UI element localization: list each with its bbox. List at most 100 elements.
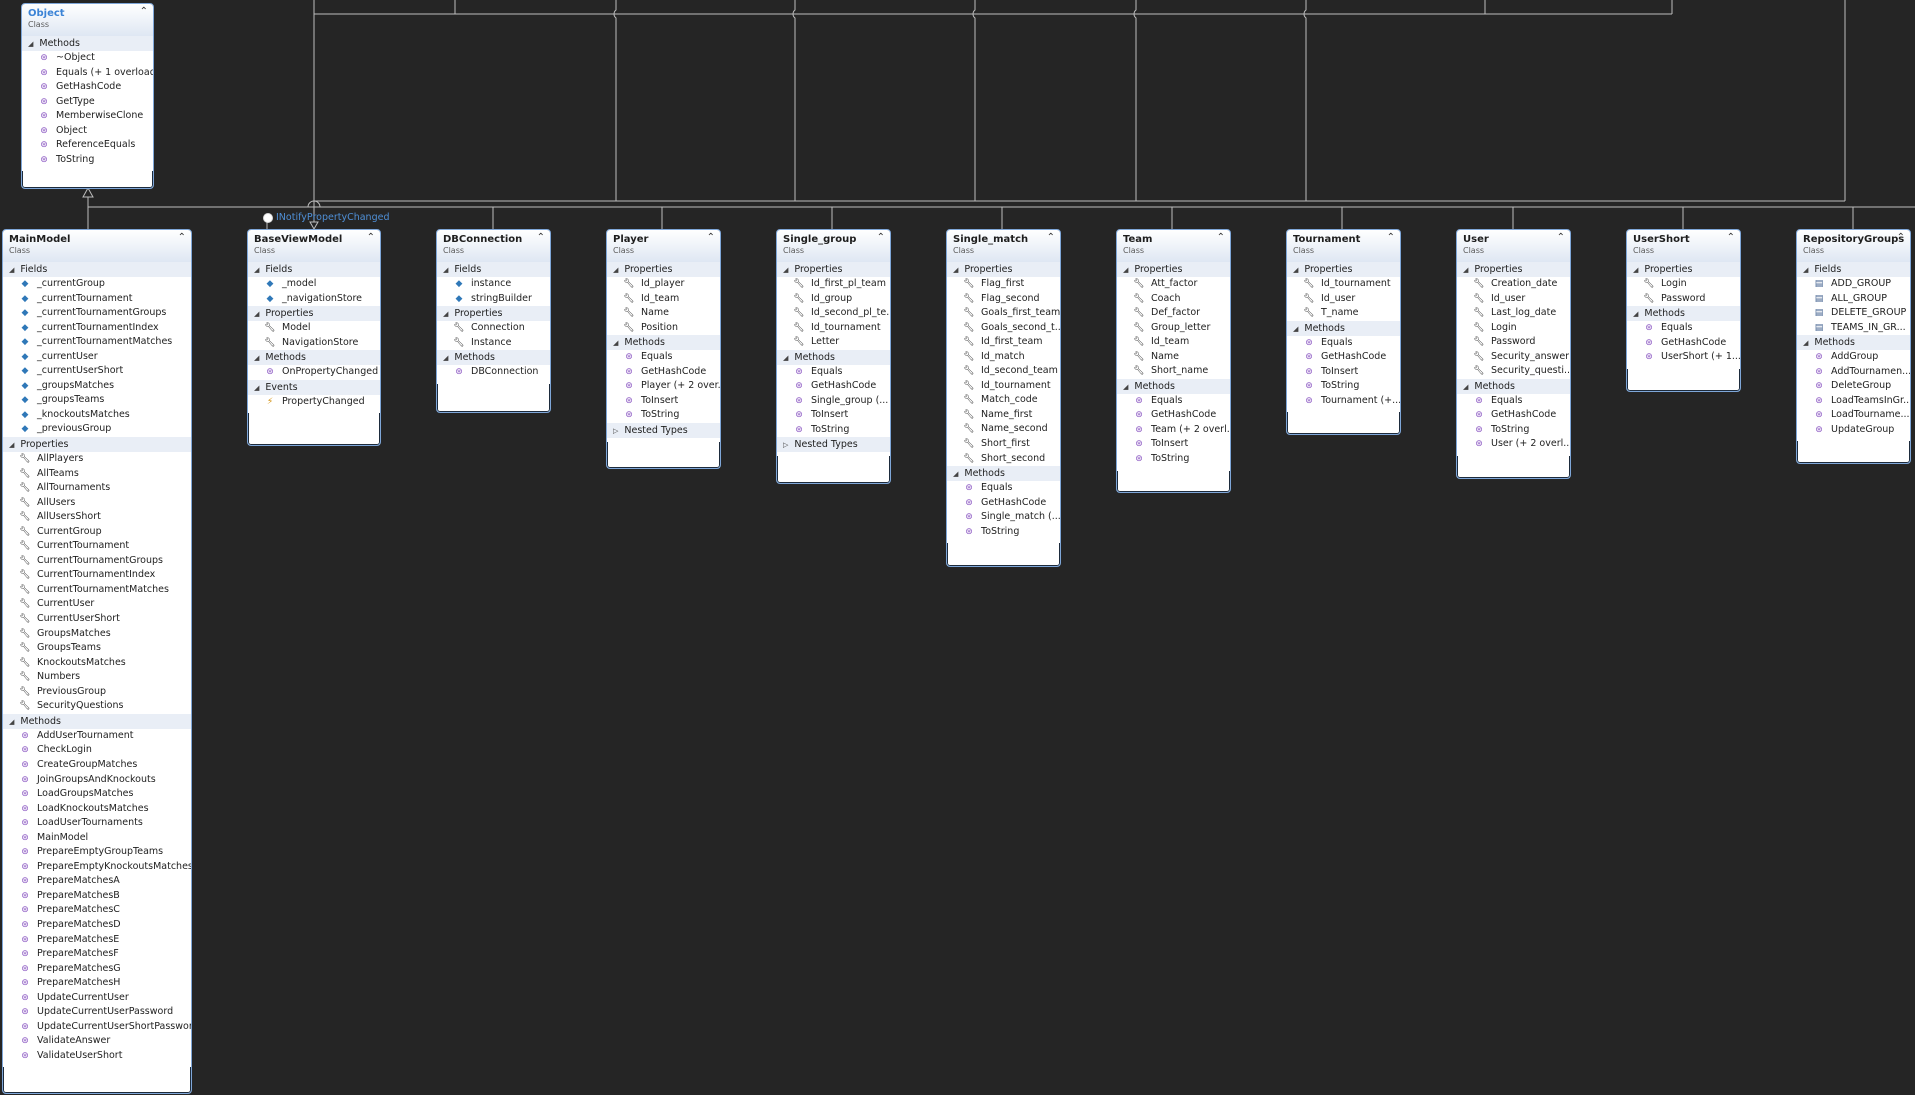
member-row[interactable]: ⊛GetHashCode [607,365,720,380]
member-row[interactable]: 🔧︎GroupsMatches [3,627,191,642]
collapse-icon[interactable]: ⌃ [876,232,885,243]
member-row[interactable]: ⊛GetHashCode [1457,408,1570,423]
collapse-icon[interactable]: ⌃ [536,232,545,243]
member-row[interactable]: ⊛ToString [777,423,890,438]
member-row[interactable]: 🔧︎Id_first_team [947,335,1060,350]
member-row[interactable]: ⊛PrepareMatchesF [3,947,191,962]
member-row[interactable]: ◆_currentTournamentGroups [3,306,191,321]
member-row[interactable]: 🔧︎Instance [437,336,550,351]
member-row[interactable]: 🔧︎Letter [777,335,890,350]
member-row[interactable]: 🔧︎Id_user [1457,292,1570,307]
member-row[interactable]: 🔧︎Name_second [947,422,1060,437]
class-user[interactable]: User Class ⌃ ◢Properties🔧︎Creation_date🔧… [1456,229,1571,479]
member-row[interactable]: 🔧︎Group_letter [1117,321,1230,336]
member-row[interactable]: ⊛DeleteGroup [1797,379,1910,394]
member-row[interactable]: 🔧︎Goals_second_t... [947,321,1060,336]
member-row[interactable]: ⊛Equals [947,481,1060,496]
member-row[interactable]: 🔧︎Att_factor [1117,277,1230,292]
member-row[interactable]: ⊛ValidateAnswer [3,1034,191,1049]
member-row[interactable]: ⊛LoadKnockoutsMatches [3,802,191,817]
member-row[interactable]: 🔧︎Security_answer [1457,350,1570,365]
member-row[interactable]: ⊛PrepareMatchesD [3,918,191,933]
member-row[interactable]: ⊛LoadGroupsMatches [3,787,191,802]
section-methods[interactable]: ◢Methods [22,36,153,51]
member-row[interactable]: ◆_groupsTeams [3,393,191,408]
member-row[interactable]: ⊛ToInsert [607,394,720,409]
collapse-arrow-icon[interactable]: ◢ [254,310,260,319]
member-row[interactable]: ⊛ToString [22,153,153,168]
section-methods[interactable]: ◢Methods [607,335,720,351]
class-mainmodel[interactable]: MainModel Class ⌃ ◢Fields◆_currentGroup◆… [2,229,192,1094]
collapse-arrow-icon[interactable]: ◢ [953,470,959,479]
member-row[interactable]: ⊛AddGroup [1797,350,1910,365]
member-row[interactable]: 🔧︎Id_first_pl_team [777,277,890,292]
member-row[interactable]: 🔧︎Id_team [607,292,720,307]
section-fields[interactable]: ◢Fields [248,262,380,277]
member-row[interactable]: ⊛UserShort (+ 1... [1627,350,1740,365]
member-row[interactable]: ⊛CheckLogin [3,743,191,758]
member-row[interactable]: ⊛Equals [777,365,890,380]
member-row[interactable]: 🔧︎Id_user [1287,292,1400,307]
member-row[interactable]: ◆_currentUser [3,350,191,365]
section-properties[interactable]: ◢Properties [437,306,550,322]
member-row[interactable]: 🔧︎Name [607,306,720,321]
member-row[interactable]: ⊛GetHashCode [777,379,890,394]
member-row[interactable]: 🔧︎NavigationStore [248,336,380,351]
member-row[interactable]: ⊛ToInsert [777,408,890,423]
member-row[interactable]: ⊛UpdateCurrentUser [3,991,191,1006]
section-properties[interactable]: ◢Properties [248,306,380,322]
member-row[interactable]: ⊛UpdateCurrentUserPassword [3,1005,191,1020]
collapse-icon[interactable]: ⌃ [1556,232,1565,243]
member-row[interactable]: 🔧︎T_name [1287,306,1400,321]
member-row[interactable]: ◆_previousGroup [3,422,191,437]
member-row[interactable]: ◆_currentTournamentMatches [3,335,191,350]
member-row[interactable]: ⊛OnPropertyChanged [248,365,380,380]
section-properties[interactable]: ◢Properties [3,437,191,453]
collapse-icon[interactable]: ⌃ [1896,232,1905,243]
member-row[interactable]: 🔧︎CurrentTournament [3,539,191,554]
section-properties[interactable]: ◢Properties [607,262,720,277]
member-row[interactable]: ◆_currentUserShort [3,364,191,379]
member-row[interactable]: ⊛PrepareMatchesG [3,962,191,977]
section-fields[interactable]: ◢Fields [437,262,550,277]
member-row[interactable]: 🔧︎CurrentTournamentIndex [3,568,191,583]
expand-arrow-icon[interactable]: ▷ [783,441,789,450]
member-row[interactable]: 🔧︎Login [1457,321,1570,336]
member-row[interactable]: 🔧︎Id_player [607,277,720,292]
class-usershort[interactable]: UserShort Class ⌃ ◢Properties🔧︎Login🔧︎Pa… [1626,229,1741,392]
member-row[interactable]: ▤DELETE_GROUP [1797,306,1910,321]
member-row[interactable]: 🔧︎CurrentTournamentGroups [3,554,191,569]
class-team[interactable]: Team Class ⌃ ◢Properties🔧︎Att_factor🔧︎Co… [1116,229,1231,493]
section-fields[interactable]: ◢Fields [1797,262,1910,277]
member-row[interactable]: ⊛Equals [1287,336,1400,351]
member-row[interactable]: 🔧︎Name_first [947,408,1060,423]
section-methods[interactable]: ◢Methods [1797,335,1910,351]
member-row[interactable]: 🔧︎Short_first [947,437,1060,452]
member-row[interactable]: ⊛ValidateUserShort [3,1049,191,1064]
member-row[interactable]: 🔧︎Creation_date [1457,277,1570,292]
collapse-arrow-icon[interactable]: ◢ [783,266,789,274]
member-row[interactable]: ⊛GetHashCode [1117,408,1230,423]
member-row[interactable]: 🔧︎Id_tournament [947,379,1060,394]
member-row[interactable]: 🔧︎Connection [437,321,550,336]
collapse-arrow-icon[interactable]: ◢ [9,266,15,274]
member-row[interactable]: ⊛Tournament (+... [1287,394,1400,409]
member-row[interactable]: 🔧︎Goals_first_team [947,306,1060,321]
member-row[interactable]: 🔧︎Def_factor [1117,306,1230,321]
member-row[interactable]: ◆instance [437,277,550,292]
collapse-arrow-icon[interactable]: ◢ [1463,266,1469,274]
collapse-icon[interactable]: ⌃ [366,232,375,243]
member-row[interactable]: ⊛UpdateCurrentUserShortPassword [3,1020,191,1035]
collapse-arrow-icon[interactable]: ◢ [1463,382,1469,391]
collapse-arrow-icon[interactable]: ◢ [443,266,449,274]
member-row[interactable]: ⊛Equals (+ 1 overload) [22,66,153,81]
member-row[interactable]: ⊛Object [22,124,153,139]
member-row[interactable]: 🔧︎Flag_first [947,277,1060,292]
member-row[interactable]: ⊛~Object [22,51,153,66]
collapse-arrow-icon[interactable]: ◢ [1803,339,1809,348]
section-methods[interactable]: ◢Methods [1117,378,1230,394]
member-row[interactable]: 🔧︎Coach [1117,292,1230,307]
member-row[interactable]: 🔧︎Id_second_pl_te... [777,306,890,321]
collapse-arrow-icon[interactable]: ◢ [1293,266,1299,274]
member-row[interactable]: ◆_groupsMatches [3,379,191,394]
